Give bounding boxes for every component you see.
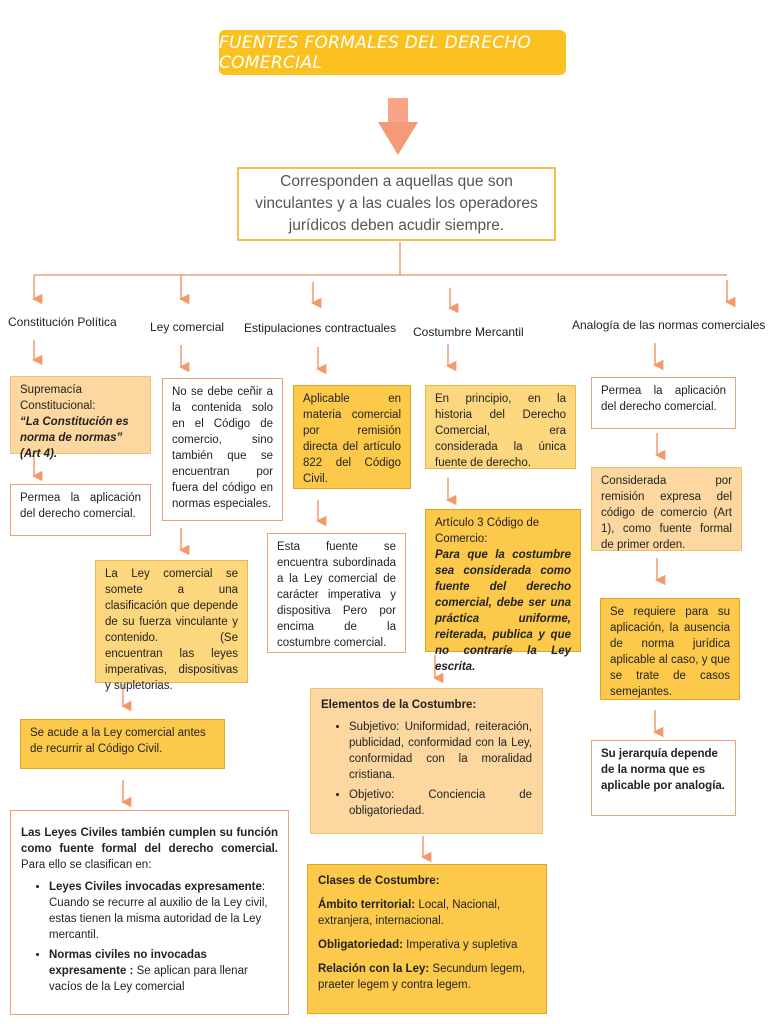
analogia-box-permea: Permea la aplicación del derecho comerci… <box>591 377 736 429</box>
estipulaciones-box-aplicable: Aplicable en materia comercial por remis… <box>293 385 411 489</box>
clases-line: Ámbito territorial: Local, Nacional, ext… <box>318 897 536 929</box>
item-text: : Cuando se recurre al auxilio de la Ley… <box>49 881 268 941</box>
costumbre-box-principio: En principio, en la historia del Derecho… <box>425 385 576 469</box>
label-analogia: Analogía de las normas comerciales <box>572 318 766 332</box>
articulo3-text: Para que la costumbre sea considerada co… <box>435 549 571 673</box>
ley-box-no-ceñir: No se debe ceñir a la contenida solo en … <box>162 378 283 521</box>
leyes-civiles-list: Leyes Civiles invocadas expresamente: Cu… <box>21 879 278 995</box>
intro-box: Corresponden a aquellas que son vinculan… <box>237 167 556 241</box>
list-item: Objetivo: Conciencia de obligatoriedad. <box>349 787 532 819</box>
constitucion-supremacia-quote: “La Constitución es norma de normas” (Ar… <box>20 416 129 460</box>
item-heading: Normas civiles no invocadas expresamente… <box>49 949 207 977</box>
clases-line: Obligatoriedad: Imperativa y supletiva <box>318 937 536 953</box>
costumbre-box-clases: Clases de Costumbre: Ámbito territorial:… <box>307 864 547 1014</box>
ley-box-leyes-civiles: Las Leyes Civiles también cumplen su fun… <box>10 810 289 1015</box>
list-item: Leyes Civiles invocadas expresamente: Cu… <box>49 879 278 943</box>
estipulaciones-box-subordinada: Esta fuente se encuentra subordinada a l… <box>267 533 406 653</box>
costumbre-box-elementos: Elementos de la Costumbre: Subjetivo: Un… <box>310 688 543 834</box>
label-costumbre: Costumbre Mercantil <box>413 325 524 339</box>
list-item: Subjetivo: Uniformidad, reiteración, pub… <box>349 719 532 783</box>
line-heading: Relación con la Ley: <box>318 963 430 975</box>
label-constitucion: Constitución Política <box>8 315 117 329</box>
constitucion-box-supremacia: Supremacía Constitucional: “La Constituc… <box>10 376 151 460</box>
analogia-box-requiere: Se requiere para su aplicación, la ausen… <box>600 598 740 700</box>
costumbre-box-articulo3: Artículo 3 Código de Comercio: Para que … <box>425 509 581 673</box>
item-heading: Leyes Civiles invocadas expresamente <box>49 881 262 893</box>
line-heading: Obligatoriedad: <box>318 939 403 951</box>
elementos-title: Elementos de la Costumbre: <box>321 699 477 711</box>
clases-line: Relación con la Ley: Secundum legem, pra… <box>318 961 536 993</box>
list-item: Normas civiles no invocadas expresamente… <box>49 947 278 995</box>
constitucion-box-permea: Permea la aplicación del derecho comerci… <box>10 484 151 536</box>
analogia-box-jerarquia: Su jerarquía depende de la norma que es … <box>591 740 736 816</box>
leyes-civiles-heading: Las Leyes Civiles también cumplen su fun… <box>21 827 278 855</box>
line-text: Imperativa y supletiva <box>402 939 518 951</box>
ley-box-clasificacion: La Ley comercial se somete a una clasifi… <box>95 560 248 692</box>
clases-title: Clases de Costumbre: <box>318 875 440 887</box>
label-ley: Ley comercial <box>150 320 225 334</box>
line-text: Secundum legem, praeter legem y contra l… <box>318 963 526 991</box>
analogia-box-considerada: Considerada por remisión expresa del cód… <box>591 467 742 551</box>
constitucion-supremacia-label: Supremacía Constitucional: <box>20 384 96 412</box>
leyes-civiles-rest: Para ello se clasifican en: <box>21 859 152 871</box>
ley-box-acude: Se acude a la Ley comercial antes de rec… <box>20 719 225 769</box>
big-down-arrow <box>378 98 418 155</box>
elementos-list: Subjetivo: Uniformidad, reiteración, pub… <box>321 719 532 819</box>
label-estipulaciones: Estipulaciones contractuales <box>244 321 397 335</box>
diagram-title: FUENTES FORMALES DEL DERECHO COMERCIAL <box>219 30 566 75</box>
line-text: Local, Nacional, extranjera, internacion… <box>318 899 501 927</box>
item-text: Se aplican para llenar vacíos de la Ley … <box>49 965 248 993</box>
line-heading: Ámbito territorial: <box>318 899 416 911</box>
articulo3-label: Artículo 3 Código de Comercio: <box>435 517 540 545</box>
